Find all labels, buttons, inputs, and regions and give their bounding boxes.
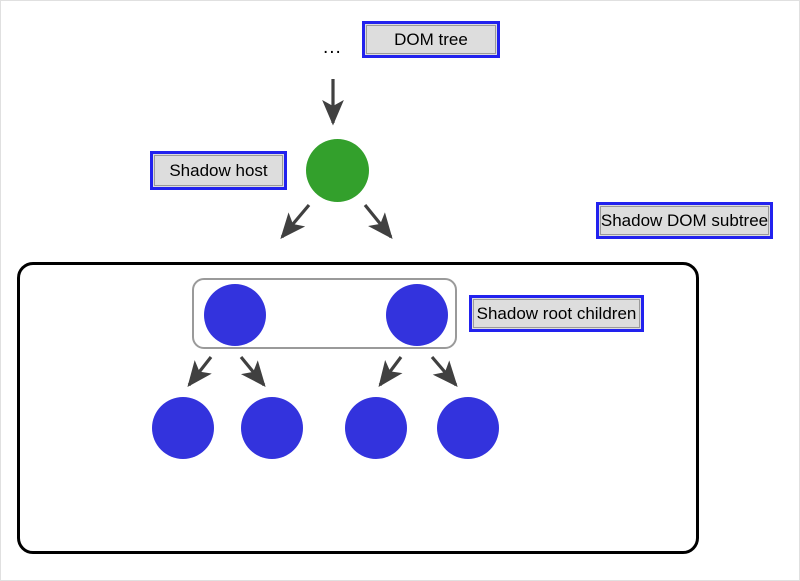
label-shadow-dom-subtree-text: Shadow DOM subtree: [600, 211, 769, 230]
label-dom-tree-text: DOM tree: [394, 30, 468, 49]
shadow-host-node: [306, 139, 369, 202]
label-shadow-root-children-text: Shadow root children: [476, 304, 637, 323]
leaf-node-3: [345, 397, 407, 459]
label-shadow-host-text: Shadow host: [169, 161, 268, 180]
arrow-host-to-root-child-2: [363, 203, 393, 239]
leaf-node-4: [437, 397, 499, 459]
shadow-dom-subtree-container: [17, 262, 699, 554]
label-shadow-root-children: Shadow root children: [469, 295, 644, 332]
leaf-node-1: [152, 397, 214, 459]
arrow-host-to-root-child-1: [280, 203, 311, 239]
label-shadow-dom-subtree: Shadow DOM subtree: [596, 202, 773, 239]
label-dom-tree: DOM tree: [362, 21, 500, 58]
leaf-node-2: [241, 397, 303, 459]
label-shadow-host: Shadow host: [150, 151, 287, 190]
shadow-root-child-node-1: [204, 284, 266, 346]
ellipsis-text: ...: [323, 37, 342, 58]
shadow-root-child-node-2: [386, 284, 448, 346]
